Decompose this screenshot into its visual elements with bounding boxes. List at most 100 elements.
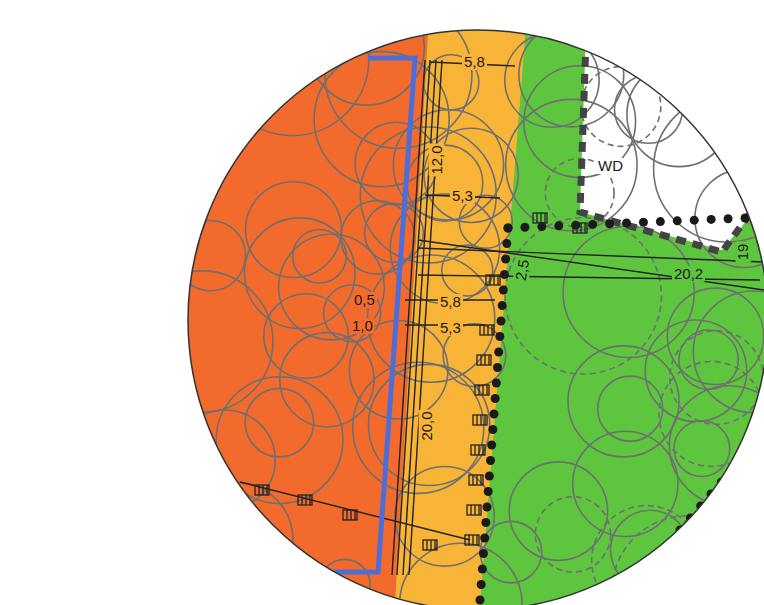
boundary-dot	[481, 518, 490, 527]
boundary-dot	[504, 224, 513, 233]
tree-crown	[244, 218, 355, 329]
tree-crown	[424, 128, 518, 222]
hedge-symbol	[480, 325, 494, 335]
boundary-dot	[520, 223, 529, 232]
boundary-dot	[476, 596, 485, 605]
boundary-dot	[487, 441, 496, 450]
tree-crown	[612, 516, 764, 605]
dimension-label: 19	[735, 242, 751, 263]
tree-crown	[280, 333, 374, 427]
tree-crown	[563, 226, 694, 357]
boundary-dot	[554, 221, 563, 230]
boundary-dot	[483, 503, 492, 512]
tree-crown	[175, 410, 275, 510]
boundary-dot	[724, 214, 733, 223]
tree-crown	[245, 388, 314, 457]
tree-crown	[679, 330, 738, 389]
tree-crown	[400, 543, 522, 605]
boundary-dot	[502, 239, 511, 248]
hedge-symbol	[477, 355, 491, 365]
hedge-symbol	[475, 385, 489, 395]
tree-crown	[319, 559, 370, 605]
hedge-symbol	[298, 495, 312, 505]
boundary-dot	[486, 456, 495, 465]
tree-crown	[216, 377, 343, 504]
boundary-dot	[485, 472, 494, 481]
dimension-lines	[240, 60, 764, 575]
tree-crown	[703, 51, 764, 150]
dimension-label: 12,0	[429, 143, 445, 176]
hedge-symbols	[255, 213, 587, 550]
detail-circle	[188, 30, 764, 605]
hedge-symbol	[473, 415, 487, 425]
boundary-dot	[492, 379, 501, 388]
boundary-dot	[498, 301, 507, 310]
boundary-dot	[738, 454, 747, 463]
tree-crown	[367, 255, 494, 382]
tree-crown	[216, 0, 369, 136]
dimension-label: 5,8	[438, 294, 463, 310]
tree-crown	[131, 271, 272, 412]
boundary-dot	[588, 220, 597, 229]
tree-crown	[611, 510, 690, 589]
tree-crown	[149, 533, 256, 605]
boundary-dot	[605, 219, 614, 228]
dimension-label: 5,3	[438, 320, 463, 336]
tree-crown	[264, 294, 349, 379]
tree-crown	[175, 220, 245, 290]
tree-crown	[203, 34, 273, 104]
tree-crown	[325, 1, 472, 148]
hedge-symbol	[533, 213, 547, 223]
boundary-dot	[690, 216, 699, 225]
boundary-dot	[656, 217, 665, 226]
boundary-dot	[477, 580, 486, 589]
tree-crown	[178, 482, 293, 597]
hedge-symbol	[343, 510, 357, 520]
boundary-dot	[676, 526, 685, 535]
tree-crown	[669, 386, 764, 506]
boundary-dot	[622, 219, 631, 228]
boundary-dot	[491, 394, 500, 403]
tree-circles	[131, 0, 764, 605]
dimension-label: 0,5	[352, 292, 377, 308]
boundary-dot	[504, 224, 513, 233]
hedge-symbol	[573, 223, 587, 233]
area-code: WD	[596, 158, 625, 174]
tree-crown	[535, 497, 610, 572]
tree-crown	[349, 320, 448, 419]
dimension-label: 20,2	[672, 266, 705, 282]
hedge-symbol	[423, 540, 437, 550]
dimension-label: 1,0	[350, 318, 375, 334]
boundary-dot	[499, 286, 508, 295]
boundary-dot	[493, 363, 502, 372]
hedge-symbol	[467, 505, 481, 515]
boundary-dot	[639, 218, 648, 227]
tree-crown	[654, 95, 764, 242]
tree-crown	[442, 245, 493, 296]
boundary-dot	[478, 565, 487, 574]
hedge-symbol	[486, 275, 500, 285]
dashed-boundary	[580, 40, 760, 252]
tree-crown	[324, 285, 381, 342]
dimension-label: 5,3	[450, 188, 475, 204]
tree-crown	[279, 234, 385, 340]
boundary-dot	[501, 255, 510, 264]
tree-crown	[509, 462, 607, 560]
boundary-dot	[490, 410, 499, 419]
tree-crown	[258, 22, 317, 81]
tree-crown	[670, 331, 763, 424]
tree-crown	[674, 421, 730, 477]
hedge-symbol	[471, 445, 485, 455]
tree-crown	[506, 99, 637, 230]
tree-crown	[192, 554, 292, 605]
dimension-label: 5,8	[462, 54, 487, 70]
boundary-dot	[494, 348, 503, 357]
boundary-dot	[707, 215, 716, 224]
tree-crown	[695, 169, 764, 267]
boundary-dot	[480, 534, 489, 543]
boundary-dot	[495, 332, 504, 341]
boundary-dot	[497, 317, 506, 326]
boundary-dot	[500, 270, 509, 279]
